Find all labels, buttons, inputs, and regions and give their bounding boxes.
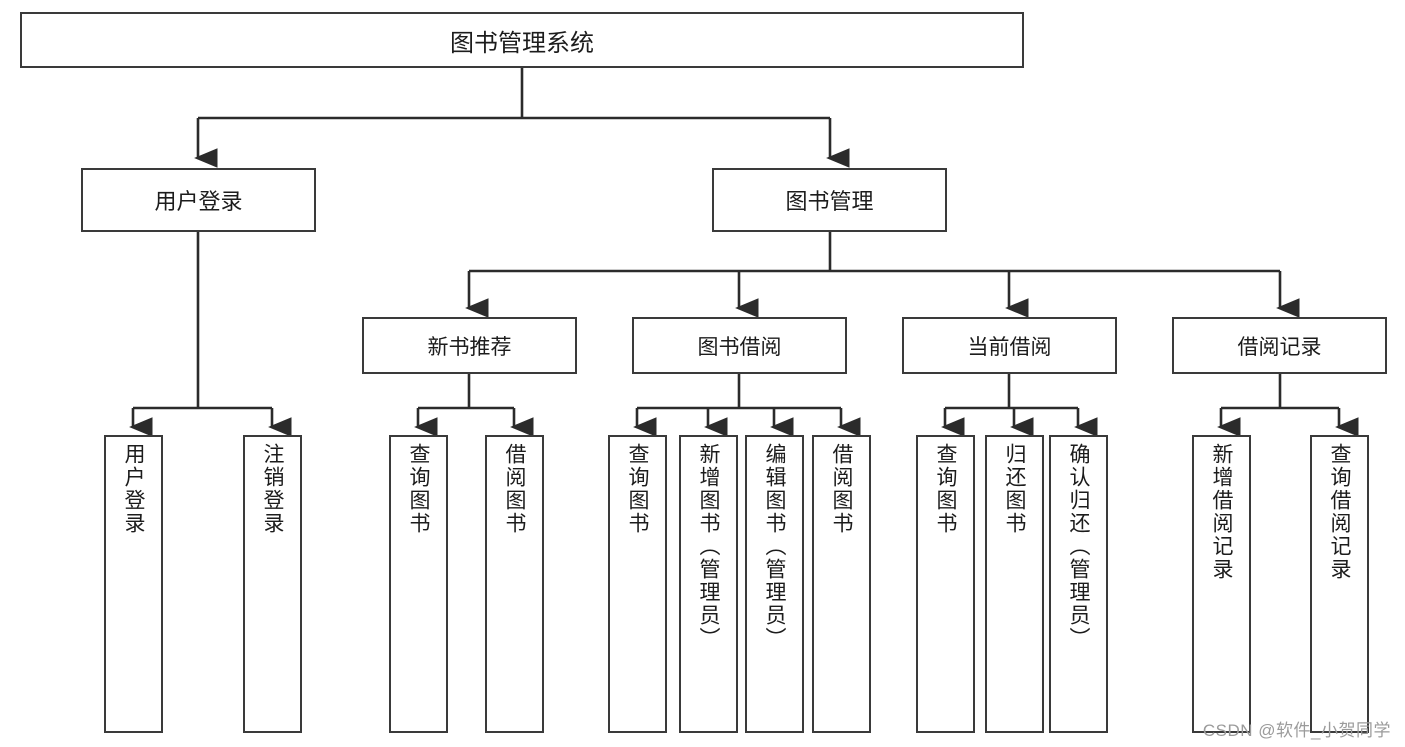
leaf-label: 借阅图书 bbox=[830, 443, 853, 535]
leaf-current-borrow-confirm-return[interactable]: 确认归还（管理员） bbox=[1049, 435, 1108, 733]
leaf-label: 查询图书 bbox=[626, 443, 649, 535]
leaf-label: 查询图书 bbox=[407, 443, 430, 535]
leaf-book-borrow-add[interactable]: 新增图书（管理员） bbox=[679, 435, 738, 733]
leaf-current-borrow-return[interactable]: 归还图书 bbox=[985, 435, 1044, 733]
leaf-new-book-borrow[interactable]: 借阅图书 bbox=[485, 435, 544, 733]
node-book-borrow-label: 图书借阅 bbox=[697, 335, 782, 359]
node-book-borrow[interactable]: 图书借阅 bbox=[632, 317, 847, 374]
leaf-label: 确认归还（管理员） bbox=[1067, 443, 1090, 650]
leaf-label: 新增图书（管理员） bbox=[697, 443, 720, 650]
leaf-book-borrow-edit[interactable]: 编辑图书（管理员） bbox=[745, 435, 804, 733]
node-root[interactable]: 图书管理系统 bbox=[20, 12, 1024, 68]
leaf-label: 查询借阅记录 bbox=[1328, 443, 1351, 581]
node-new-book-recommend[interactable]: 新书推荐 bbox=[362, 317, 577, 374]
node-book-management-label: 图书管理 bbox=[785, 189, 874, 214]
node-borrow-record[interactable]: 借阅记录 bbox=[1172, 317, 1387, 374]
node-current-borrow-label: 当前借阅 bbox=[967, 335, 1052, 359]
node-root-label: 图书管理系统 bbox=[450, 29, 594, 57]
leaf-borrow-record-query[interactable]: 查询借阅记录 bbox=[1310, 435, 1369, 733]
leaf-user-login-logout[interactable]: 注销登录 bbox=[243, 435, 302, 733]
node-user-login[interactable]: 用户登录 bbox=[81, 168, 316, 232]
node-new-book-recommend-label: 新书推荐 bbox=[427, 335, 512, 359]
leaf-label: 借阅图书 bbox=[503, 443, 526, 535]
leaf-user-login-login[interactable]: 用户登录 bbox=[104, 435, 163, 733]
node-book-management[interactable]: 图书管理 bbox=[712, 168, 947, 232]
leaf-label: 查询图书 bbox=[934, 443, 957, 535]
node-user-login-label: 用户登录 bbox=[154, 189, 243, 214]
leaf-borrow-record-add[interactable]: 新增借阅记录 bbox=[1192, 435, 1251, 733]
leaf-label: 编辑图书（管理员） bbox=[763, 443, 786, 650]
leaf-book-borrow-query[interactable]: 查询图书 bbox=[608, 435, 667, 733]
leaf-label: 注销登录 bbox=[261, 443, 284, 535]
node-borrow-record-label: 借阅记录 bbox=[1237, 335, 1322, 359]
leaf-label: 用户登录 bbox=[122, 443, 145, 535]
leaf-label: 新增借阅记录 bbox=[1210, 443, 1233, 581]
node-current-borrow[interactable]: 当前借阅 bbox=[902, 317, 1117, 374]
leaf-new-book-query[interactable]: 查询图书 bbox=[389, 435, 448, 733]
watermark: CSDN @软件_小贺同学 bbox=[1202, 721, 1391, 740]
leaf-book-borrow-borrow[interactable]: 借阅图书 bbox=[812, 435, 871, 733]
leaf-current-borrow-query[interactable]: 查询图书 bbox=[916, 435, 975, 733]
leaf-label: 归还图书 bbox=[1003, 443, 1026, 535]
